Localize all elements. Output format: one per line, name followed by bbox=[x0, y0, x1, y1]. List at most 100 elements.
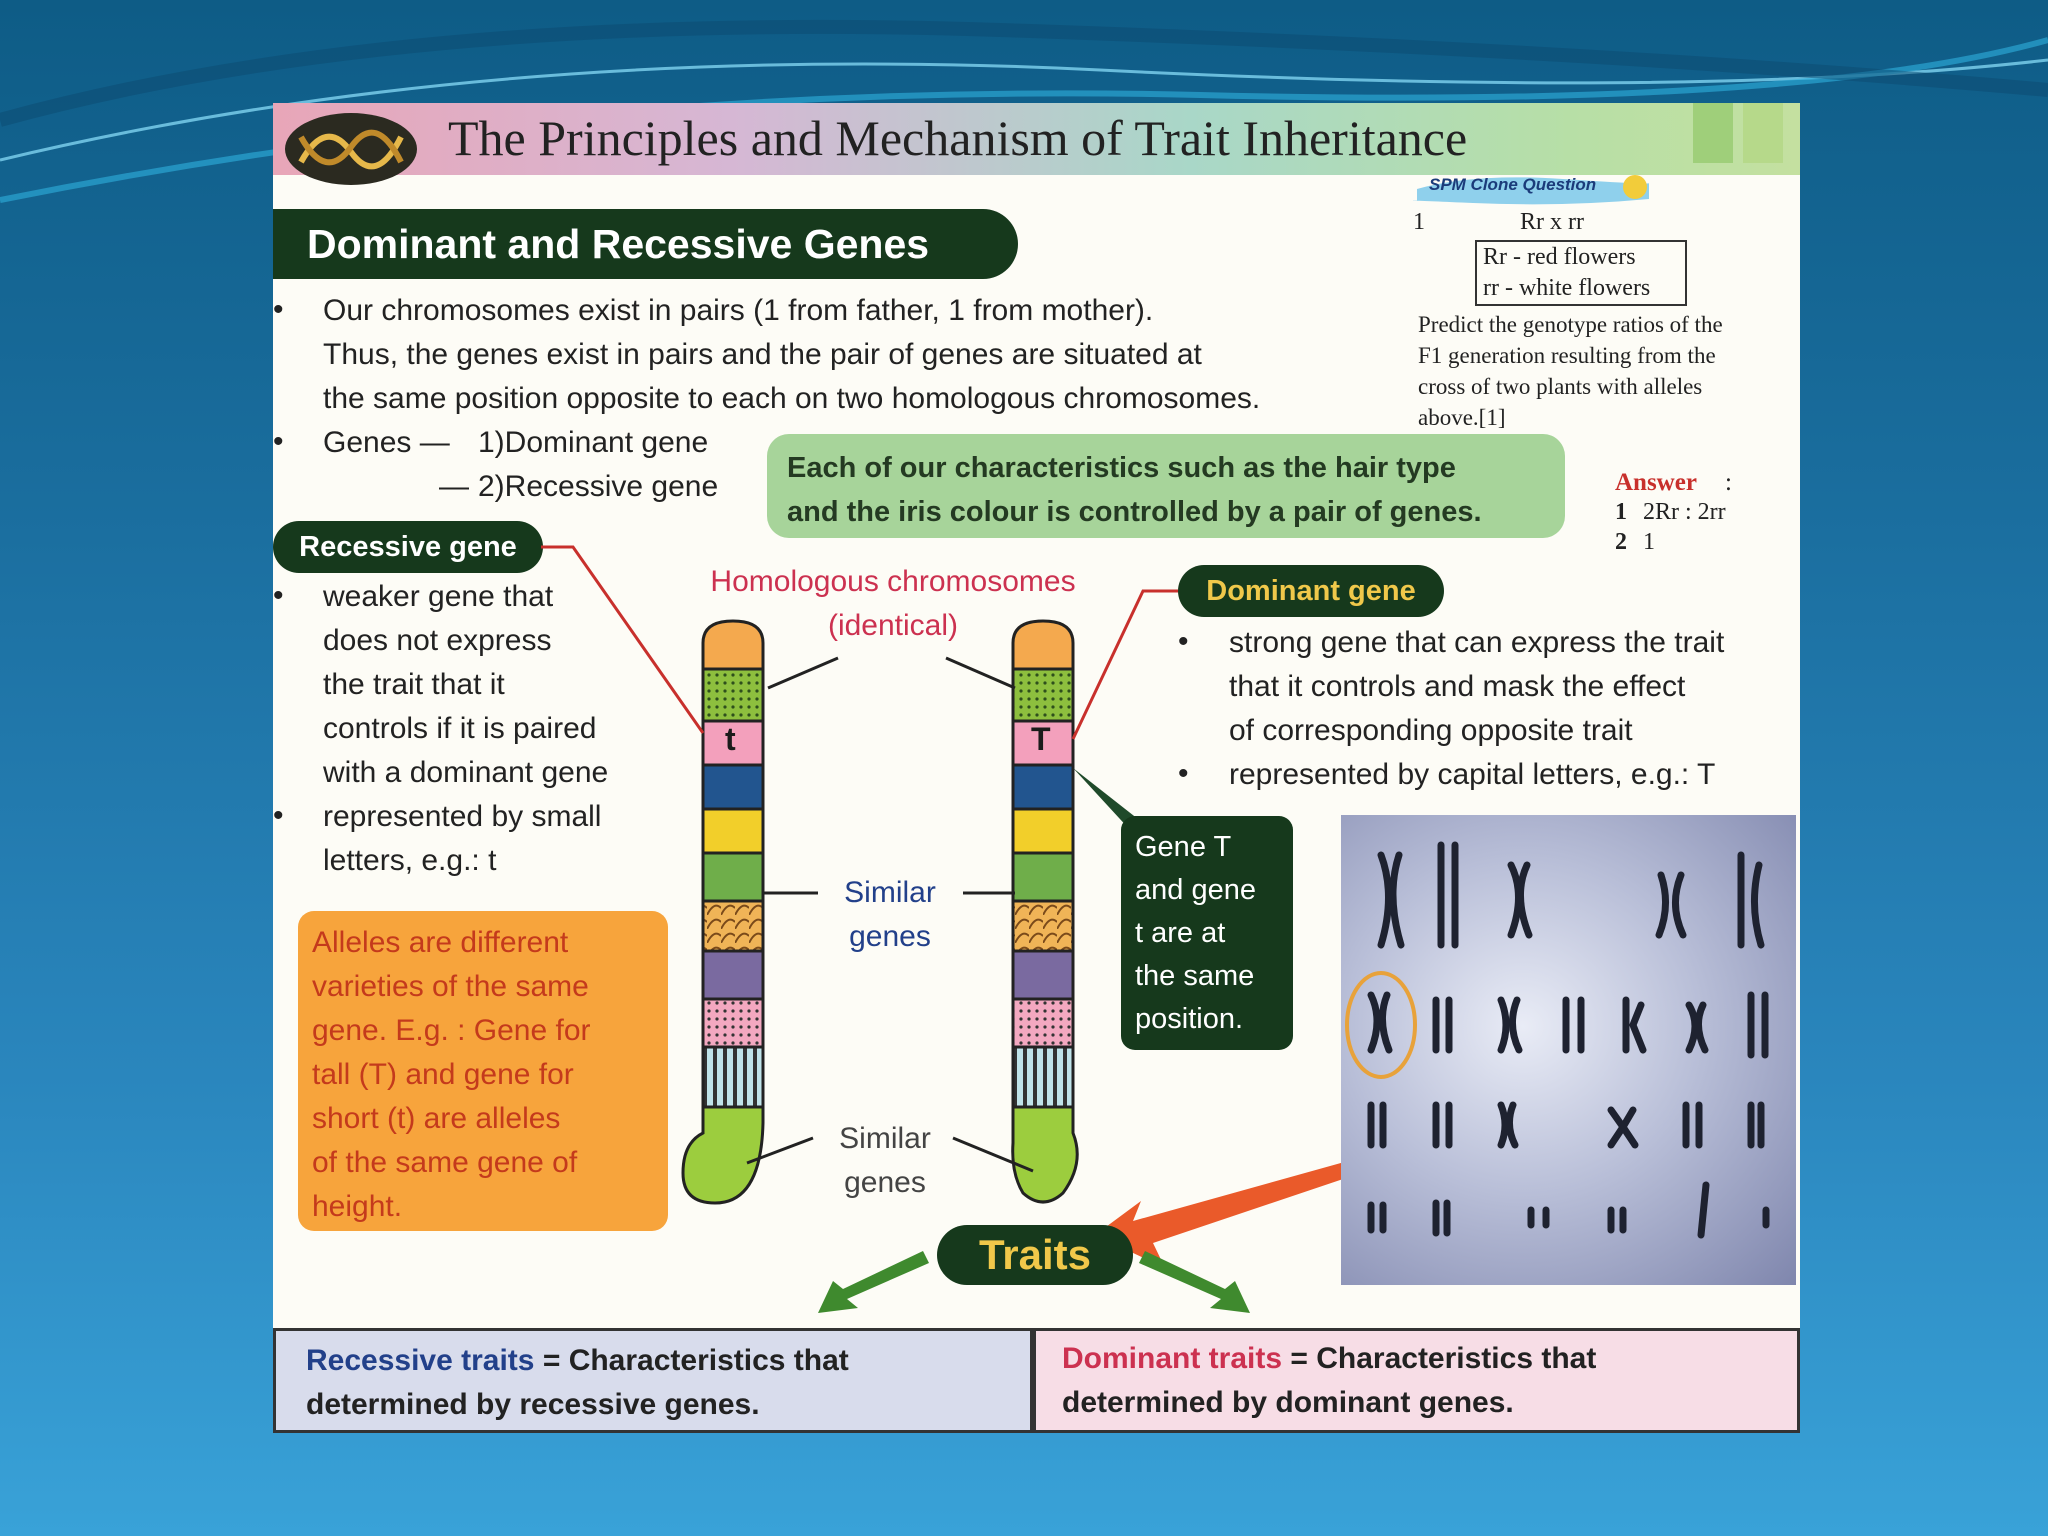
note-line: Gene T bbox=[1135, 831, 1232, 863]
textbook-page: The Principles and Mechanism of Trait In… bbox=[273, 103, 1800, 1433]
homologous-sublabel: (identical) bbox=[827, 609, 959, 642]
dominant-gene-pill: Dominant gene bbox=[1178, 565, 1444, 617]
intro-line: Thus, the genes exist in pairs and the p… bbox=[323, 338, 1202, 371]
right-chromosome bbox=[1011, 619, 1079, 1204]
gene-type: 2)Recessive gene bbox=[478, 470, 719, 503]
definition-text: = Characteristics that bbox=[534, 1344, 849, 1377]
spm-key-box: Rr - red flowers rr - white flowers bbox=[1475, 240, 1687, 306]
key-line: Rr - red flowers bbox=[1483, 244, 1636, 270]
dna-logo-icon bbox=[285, 113, 417, 185]
definition-line: Dominant traits = Characteristics that bbox=[1062, 1337, 1771, 1381]
allele-letter-t: t bbox=[725, 721, 736, 757]
answer-number: 2 bbox=[1615, 529, 1627, 555]
question-line: above.[1] bbox=[1418, 405, 1506, 430]
spm-badge-icon bbox=[1413, 175, 1650, 205]
left-trait-arrow-icon bbox=[818, 1251, 929, 1313]
label-line: genes bbox=[849, 920, 931, 953]
spm-question: Predict the genotype ratios of the F1 ge… bbox=[1418, 309, 1723, 433]
recessive-pointer-line bbox=[541, 545, 705, 734]
alleles-line: tall (T) and gene for bbox=[312, 1058, 574, 1091]
intro-line: the same position opposite to each on tw… bbox=[323, 382, 1261, 415]
question-line: Predict the genotype ratios of the bbox=[1418, 312, 1723, 337]
question-line: F1 generation resulting from the bbox=[1418, 343, 1716, 368]
note-line: t are at bbox=[1135, 917, 1226, 949]
definition-text: = Characteristics that bbox=[1282, 1342, 1597, 1375]
alleles-line: of the same gene of bbox=[312, 1146, 578, 1179]
spm-badge-text: SPM Clone Question bbox=[1429, 175, 1597, 194]
characteristics-note: Each of our characteristics such as the … bbox=[767, 434, 1565, 538]
allele-letter-T: T bbox=[1031, 721, 1051, 757]
dominant-pointer-line bbox=[1071, 589, 1178, 740]
dominant-text: that it controls and mask the effect bbox=[1229, 670, 1686, 703]
recessive-text: letters, e.g.: t bbox=[323, 844, 497, 877]
recessive-traits-term: Recessive traits bbox=[306, 1344, 535, 1377]
bullet-dot: • bbox=[273, 799, 284, 832]
bullet-dot: • bbox=[1178, 757, 1189, 790]
gene-type: 1)Dominant gene bbox=[478, 426, 709, 459]
traits-pill: Traits bbox=[937, 1225, 1133, 1285]
dominant-text: strong gene that can express the trait bbox=[1229, 626, 1725, 659]
answer-colon: : bbox=[1725, 469, 1732, 496]
alleles-line: varieties of the same bbox=[312, 970, 589, 1003]
title-deco-block bbox=[1743, 103, 1783, 163]
intro-line: Our chromosomes exist in pairs (1 from f… bbox=[323, 294, 1154, 327]
recessive-text: with a dominant gene bbox=[323, 756, 609, 789]
pointer-line bbox=[952, 1136, 1034, 1173]
answer-value: 2Rr : 2rr bbox=[1643, 499, 1726, 525]
title-deco-block bbox=[1693, 103, 1733, 163]
orange-arrow-icon bbox=[1095, 1161, 1355, 1268]
spm-question-number: 1 bbox=[1413, 209, 1425, 235]
bullet-dot: • bbox=[273, 293, 284, 326]
spm-cross: Rr x rr bbox=[1520, 209, 1584, 235]
title-bar bbox=[273, 103, 1800, 175]
alleles-line: gene. E.g. : Gene for bbox=[312, 1014, 591, 1047]
note-line: and the iris colour is controlled by a p… bbox=[787, 496, 1482, 528]
similar-genes-label: Similar genes bbox=[815, 1117, 955, 1205]
note-line: the same bbox=[1135, 960, 1255, 992]
label-line: genes bbox=[844, 1166, 926, 1199]
recessive-text: the trait that it bbox=[323, 668, 505, 701]
answer-number: 1 bbox=[1615, 499, 1627, 525]
recessive-gene-pill: Recessive gene bbox=[273, 521, 543, 573]
homologous-label: Homologous chromosomes bbox=[710, 565, 1076, 598]
gene-dash: — bbox=[439, 470, 469, 503]
definition-line: determined by dominant genes. bbox=[1062, 1386, 1514, 1419]
bullet-dot: • bbox=[273, 579, 284, 612]
note-line: and gene bbox=[1135, 874, 1256, 906]
alleles-line: height. bbox=[312, 1190, 403, 1223]
key-line: rr - white flowers bbox=[1483, 275, 1651, 301]
definition-line: Recessive traits = Characteristics that bbox=[306, 1339, 1000, 1383]
chromosome-diagram bbox=[541, 545, 1355, 1313]
recessive-text: controls if it is paired bbox=[323, 712, 597, 745]
dominant-text: represented by capital letters, e.g.: T bbox=[1229, 758, 1716, 791]
recessive-text: represented by small bbox=[323, 800, 602, 833]
gene-position-note: Gene T and gene t are at the same positi… bbox=[1121, 816, 1293, 1050]
question-line: cross of two plants with alleles bbox=[1418, 374, 1703, 399]
right-trait-arrow-icon bbox=[1139, 1251, 1250, 1313]
dominant-text: of corresponding opposite trait bbox=[1229, 714, 1633, 747]
section-heading: Dominant and Recessive Genes bbox=[273, 209, 1018, 279]
gene-box-pointer bbox=[1073, 768, 1143, 831]
recessive-traits-definition: Recessive traits = Characteristics that … bbox=[273, 1328, 1033, 1433]
similar-genes-label: Similar genes bbox=[825, 871, 955, 959]
dominant-traits-definition: Dominant traits = Characteristics that d… bbox=[1033, 1328, 1800, 1433]
answer-value: 1 bbox=[1643, 529, 1655, 555]
left-chromosome bbox=[681, 619, 765, 1205]
definition-line: determined by recessive genes. bbox=[306, 1388, 760, 1421]
karyotype-photo bbox=[1341, 815, 1796, 1285]
page-title: The Principles and Mechanism of Trait In… bbox=[448, 110, 1468, 166]
note-line: Each of our characteristics such as the … bbox=[787, 452, 1456, 484]
pointer-line bbox=[746, 1136, 814, 1165]
label-line: Similar bbox=[839, 1122, 931, 1155]
recessive-text: weaker gene that bbox=[323, 580, 554, 613]
karyotype-image bbox=[1345, 841, 1770, 1239]
genes-label: Genes — bbox=[323, 426, 450, 459]
alleles-line: Alleles are different bbox=[312, 926, 569, 959]
dominant-traits-term: Dominant traits bbox=[1062, 1342, 1283, 1375]
alleles-line: short (t) are alleles bbox=[312, 1102, 561, 1135]
recessive-text: does not express bbox=[323, 624, 552, 657]
bullet-dot: • bbox=[1178, 625, 1189, 658]
bullet-dot: • bbox=[273, 425, 284, 458]
note-line: position. bbox=[1135, 1003, 1244, 1035]
label-line: Similar bbox=[844, 876, 936, 909]
